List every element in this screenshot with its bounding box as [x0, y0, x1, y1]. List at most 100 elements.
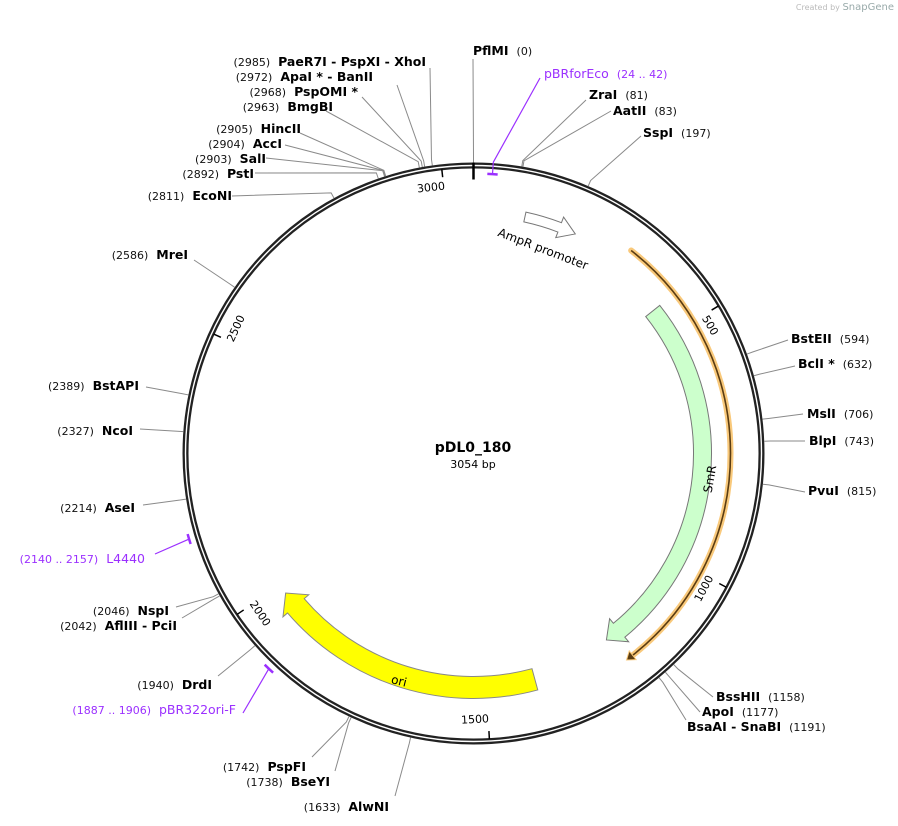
enzyme-leader-line [325, 110, 420, 168]
enzyme-site-mrei[interactable]: (2586)MreI [112, 247, 188, 264]
primer-l4440[interactable]: (2140 .. 2157)L4440 [20, 551, 145, 568]
enzyme-site-zrai[interactable]: ZraI (81) [589, 87, 648, 104]
site-name: PspOMI * [294, 84, 358, 99]
snapgene-logo: SnapGene [842, 2, 894, 13]
site-position: (706) [843, 408, 874, 421]
site-name: PvuI [808, 483, 839, 498]
site-name: BstEII [791, 331, 832, 346]
enzyme-leader-line [673, 664, 714, 698]
enzyme-site-bsteii[interactable]: BstEII (594) [791, 331, 869, 348]
site-name: AflIII - PciI [104, 618, 177, 633]
enzyme-site-hincii[interactable]: (2905)HincII [216, 121, 301, 138]
site-name: AccI [252, 136, 282, 151]
enzyme-leader-line [284, 144, 386, 177]
site-name: ZraI [589, 87, 618, 102]
feature-arrowhead [625, 649, 638, 661]
site-name: PstI [226, 166, 254, 181]
site-name: NspI [137, 603, 169, 618]
plasmid-name: pDL0_180 [434, 440, 512, 456]
site-name: AseI [104, 500, 135, 515]
enzyme-site-econi[interactable]: (2811)EcoNI [148, 188, 232, 205]
site-position: (2968) [249, 86, 287, 99]
primer-bind-mark [487, 172, 498, 176]
enzyme-leader-line [265, 157, 386, 177]
site-position: (1738) [246, 776, 283, 789]
enzyme-site-acci[interactable]: (2904) AccI [208, 136, 282, 153]
enzyme-leader-line [396, 84, 426, 167]
site-name: PspFI [267, 759, 306, 774]
enzyme-site-psti[interactable]: (2892) PstI [182, 166, 254, 183]
enzyme-leader-line [429, 67, 433, 166]
enzyme-leader-line [658, 677, 687, 721]
site-name: BsaAI - SnaBI [687, 719, 782, 734]
enzyme-site-bsaai[interactable]: BsaAI - SnaBI(1191) [687, 719, 826, 736]
site-position: (2963) [242, 101, 280, 114]
site-name: ApaI * - BanII [280, 69, 373, 84]
site-position: (594) [839, 333, 870, 346]
enzyme-site-nspi[interactable]: (2046)NspI [93, 603, 169, 620]
enzyme-site-bsshii[interactable]: BssHII(1158) [716, 689, 805, 706]
enzyme-leader-line [311, 716, 350, 758]
site-name: PflMI [473, 43, 509, 58]
enzyme-site-blpi[interactable]: BlpI(743) [809, 433, 874, 450]
site-position: (24 .. 42) [616, 68, 668, 81]
site-name: AatII [613, 103, 647, 118]
tick-mark [213, 333, 222, 339]
enzyme-leader-line [394, 737, 412, 797]
enzyme-site-ncoi[interactable]: (2327)NcoI [57, 423, 133, 440]
enzyme-site-sali[interactable]: (2903)SalI [195, 151, 266, 168]
primer-pbr322ori-f[interactable]: (1887 .. 1906)pBR322ori-F [72, 702, 236, 719]
site-position: (2892) [182, 168, 219, 181]
enzyme-site-pvui[interactable]: PvuI(815) [808, 483, 876, 500]
tick-mark [441, 169, 444, 178]
enzyme-leader-line [753, 365, 796, 377]
enzyme-leader-line [472, 58, 474, 163]
enzyme-leader-line [587, 135, 642, 187]
enzyme-leader-line [142, 498, 187, 506]
site-position: (2904) [208, 138, 245, 151]
enzyme-site-alwni[interactable]: (1633)AlwNI [304, 799, 389, 816]
site-position: (81) [625, 89, 648, 102]
plasmid-size: 3054 bp [450, 458, 496, 471]
enzyme-leader-line [254, 172, 379, 179]
primer-pbrforeco[interactable]: pBRforEco (24 .. 42) [544, 66, 667, 83]
enzyme-site-pspfi[interactable]: (1742)PspFI [223, 759, 306, 776]
enzyme-leader-line [522, 110, 612, 167]
site-name: pBR322ori-F [158, 702, 236, 717]
site-position: (83) [654, 105, 677, 118]
site-name: EcoNI [192, 188, 232, 203]
enzyme-leader-line [762, 413, 804, 420]
enzyme-site-sspi[interactable]: SspI(197) [643, 125, 711, 142]
enzyme-site-apai[interactable]: (2972)ApaI * - BanII [236, 69, 373, 86]
tick-label: 1500 [460, 712, 490, 728]
enzyme-site-paer7i[interactable]: (2985)PaeR7I - PspXI - XhoI [234, 54, 426, 71]
site-position: (743) [844, 435, 875, 448]
enzyme-leader-line [231, 192, 335, 199]
enzyme-site-bstapi[interactable]: (2389)BstAPI [48, 378, 139, 395]
enzyme-site-bcli[interactable]: BclI *(632) [798, 356, 872, 373]
feature-ampr-promoter-arrow [523, 211, 577, 239]
site-name: ApoI [702, 704, 734, 719]
enzyme-site-pflmi[interactable]: PflMI(0) [473, 43, 532, 60]
enzyme-site-afliii[interactable]: (2042)AflIII - PciI [60, 618, 177, 635]
site-position: (2214) [60, 502, 97, 515]
site-name: BstAPI [92, 378, 139, 393]
enzyme-site-bseyi[interactable]: (1738)BseYI [246, 774, 330, 791]
enzyme-site-pspomi[interactable]: (2968) PspOMI * [249, 84, 358, 101]
primer-leader-line [242, 668, 270, 714]
site-name: DrdI [181, 677, 212, 692]
site-name: pBRforEco [544, 66, 609, 81]
feature-arc [630, 249, 732, 656]
enzyme-site-apoi[interactable]: ApoI(1177) [702, 704, 778, 721]
site-name: BssHII [716, 689, 761, 704]
site-name: BmgBI [287, 99, 333, 114]
enzyme-site-msli[interactable]: MslI(706) [807, 406, 873, 423]
enzyme-site-drdi[interactable]: (1940)DrdI [137, 677, 212, 694]
enzyme-site-asei[interactable]: (2214) AseI [60, 500, 135, 517]
enzyme-site-aatii[interactable]: AatII (83) [613, 103, 677, 120]
site-name: SalI [239, 151, 266, 166]
tick-mark [718, 582, 727, 588]
enzyme-site-bmgbi[interactable]: (2963) BmgBI [243, 99, 333, 116]
